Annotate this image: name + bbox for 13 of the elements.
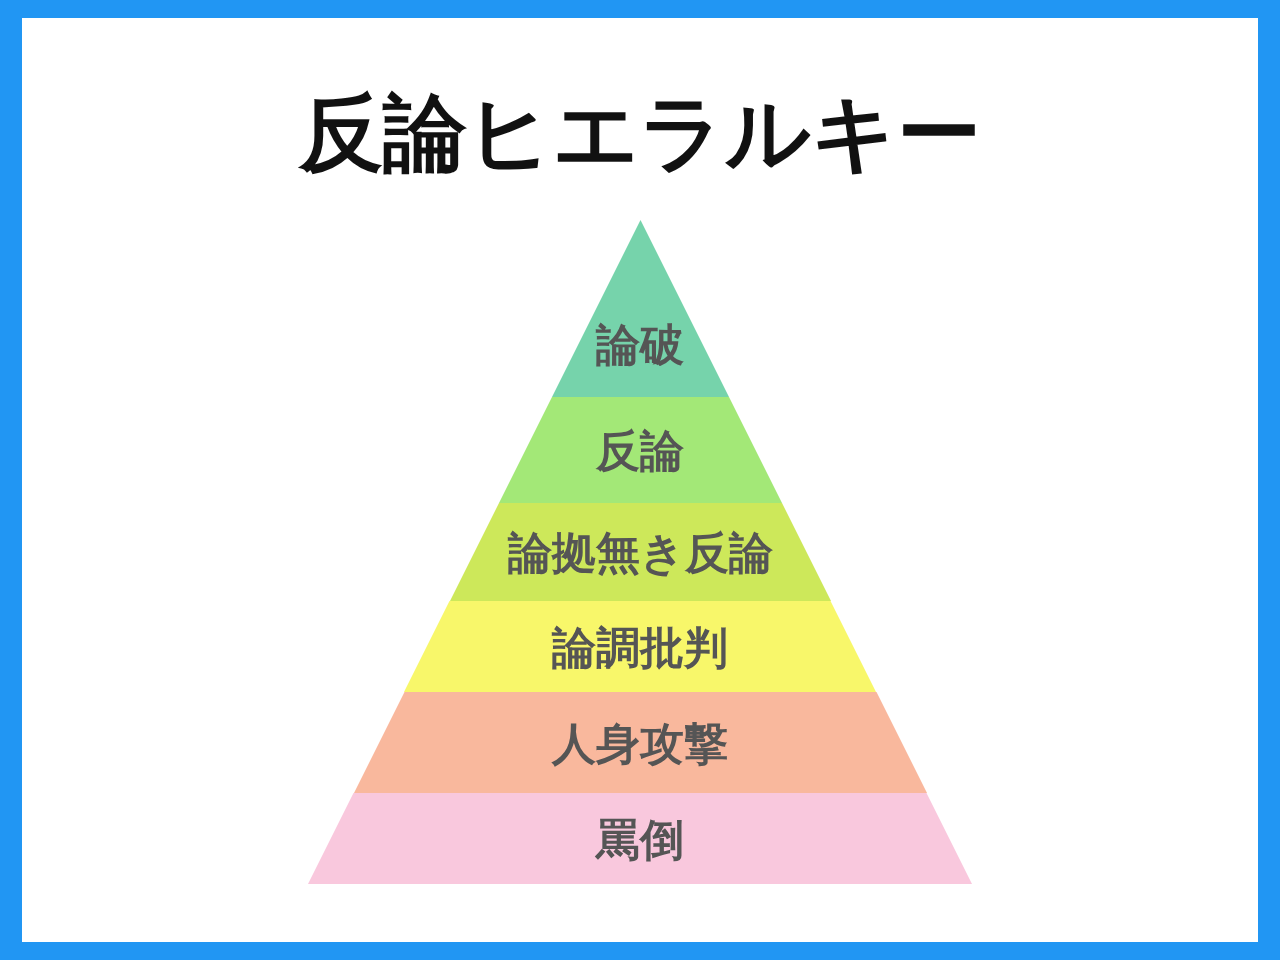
pyramid-level	[353, 692, 927, 793]
level-label: 論拠無き反論	[506, 526, 774, 580]
level-label: 人身攻撃	[550, 716, 729, 771]
pyramid-level	[551, 220, 729, 397]
level-label: 罵倒	[594, 812, 685, 867]
pyramid-level	[308, 793, 972, 884]
pyramid-level	[498, 397, 782, 503]
level-label: 論調批判	[550, 620, 729, 675]
level-label: 反論	[595, 424, 685, 478]
level-label: 論破	[594, 317, 685, 372]
pyramid-level	[449, 503, 831, 601]
title: 反論ヒエラルキー	[297, 83, 982, 184]
pyramid-level	[404, 601, 876, 692]
